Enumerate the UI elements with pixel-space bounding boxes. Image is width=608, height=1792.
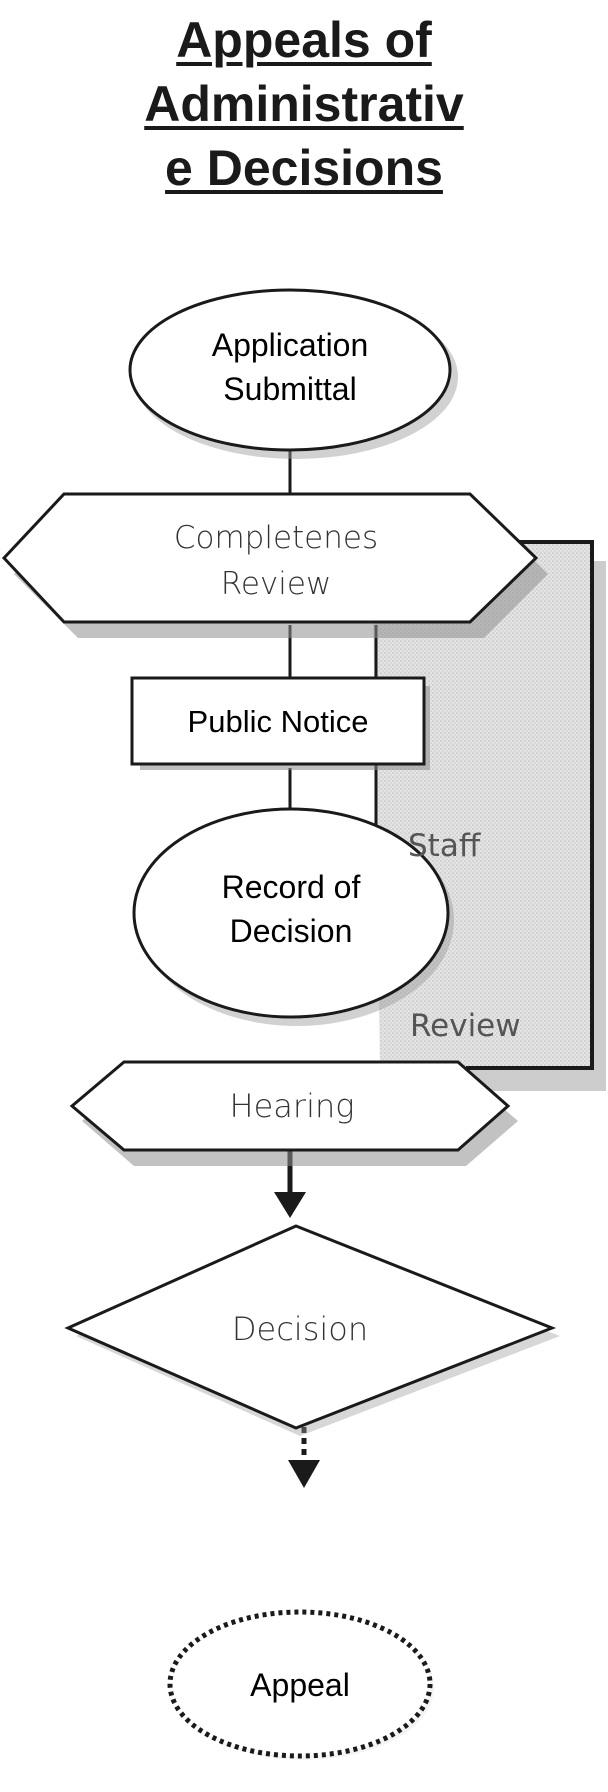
node-record-of-decision: Record of Decision [132, 807, 454, 1026]
node-decision: Decision [64, 1224, 560, 1436]
title-line-1: Appeals of [176, 12, 432, 68]
completeness-label-1: Completenes [174, 520, 378, 556]
page-title: Appeals of Administrativ e Decisions [0, 8, 608, 200]
completeness-label-2: Review [221, 566, 332, 602]
title-line-2: Administrativ [144, 76, 464, 132]
node-hearing: Hearing [69, 1060, 518, 1166]
record-label-1: Record of [222, 869, 361, 905]
public-notice-label: Public Notice [188, 704, 369, 739]
appeal-label: Appeal [250, 1667, 350, 1703]
hearing-label: Hearing [230, 1087, 355, 1125]
title-line-3: e Decisions [165, 140, 443, 196]
decision-label: Decision [232, 1310, 368, 1348]
node-application-submittal: Application Submittal [128, 288, 458, 459]
node-completeness-review: Completenes Review [1, 492, 548, 638]
record-label-2: Decision [230, 913, 353, 949]
application-label-2: Submittal [223, 371, 356, 407]
application-label-1: Application [212, 327, 369, 363]
arrowhead-decision [274, 1192, 306, 1218]
review-label: Review [410, 1008, 521, 1044]
node-appeal: Appeal [167, 1609, 434, 1760]
arrowhead-appeal [288, 1460, 320, 1488]
staff-review-loop [466, 540, 594, 1070]
node-public-notice: Public Notice [130, 676, 430, 770]
staff-label: Staff [408, 828, 481, 864]
